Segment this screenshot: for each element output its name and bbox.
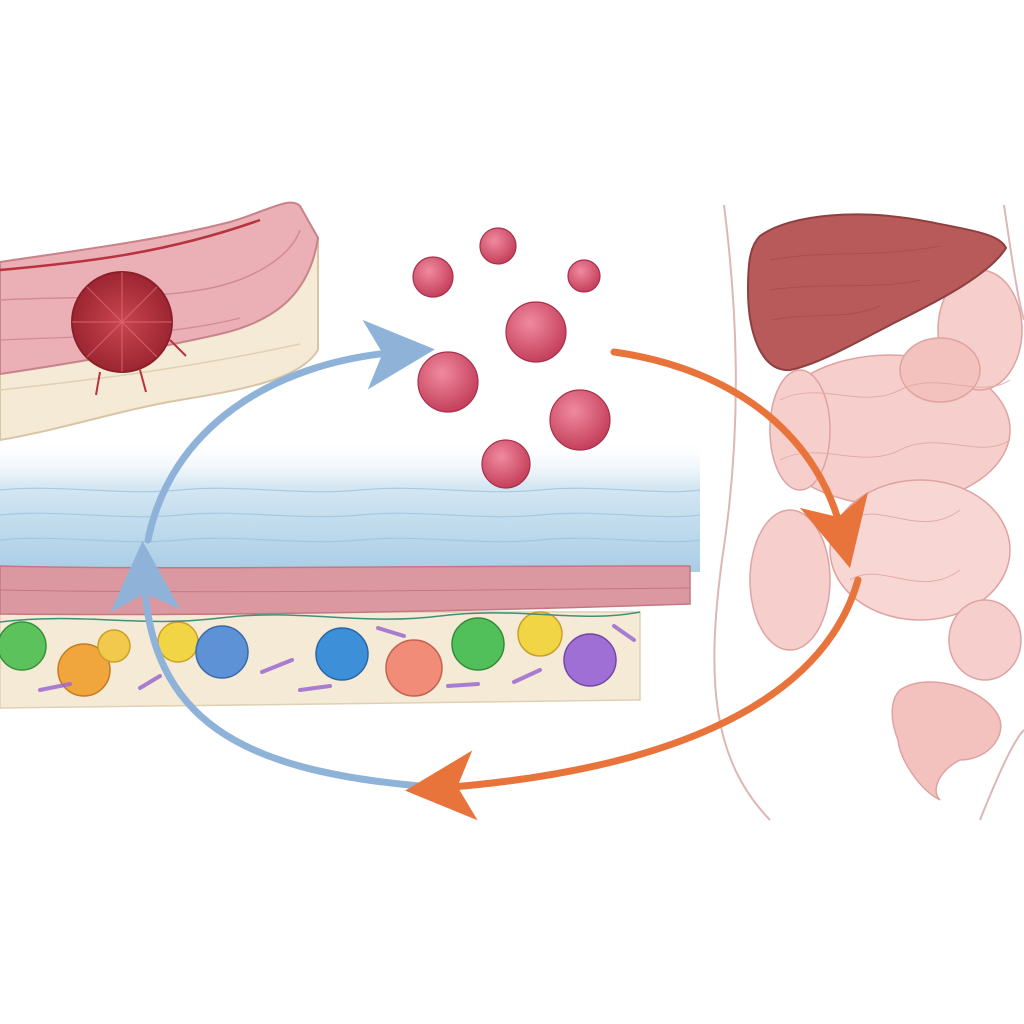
- circulating-cells-cluster: [412, 227, 611, 489]
- immune-cell: [0, 621, 47, 671]
- fluid-layer: [0, 440, 700, 572]
- liver-texture: [769, 245, 941, 321]
- circulating-cell: [567, 259, 601, 293]
- immune-cell: [517, 611, 563, 657]
- immune-cell: [195, 625, 249, 679]
- arrow-orange-upper: [610, 348, 869, 569]
- liver-illustration: [746, 213, 1008, 372]
- circulating-cell: [479, 227, 517, 265]
- arrow-blue-lower: [110, 541, 424, 790]
- mucosa-layer-with-cells: [0, 565, 691, 709]
- tumor-tissue-illustration: [0, 201, 320, 442]
- arrow-orange-lower: [405, 576, 862, 821]
- circulating-cell: [412, 256, 454, 298]
- immune-cell: [563, 633, 617, 687]
- immune-cell: [157, 621, 199, 663]
- arrow-blue-upper: [144, 319, 435, 544]
- immune-cell: [385, 639, 443, 697]
- circulating-cell: [549, 389, 611, 451]
- tumor-core: [71, 271, 187, 396]
- immune-cell: [315, 627, 369, 681]
- circulating-cell: [417, 351, 479, 413]
- immune-cell: [97, 629, 131, 663]
- cycle-arrows: [110, 319, 869, 821]
- circulating-cell: [505, 301, 567, 363]
- circulating-cell: [481, 439, 531, 489]
- immune-cell: [451, 617, 505, 671]
- abdominal-organs-illustration: [713, 204, 1024, 821]
